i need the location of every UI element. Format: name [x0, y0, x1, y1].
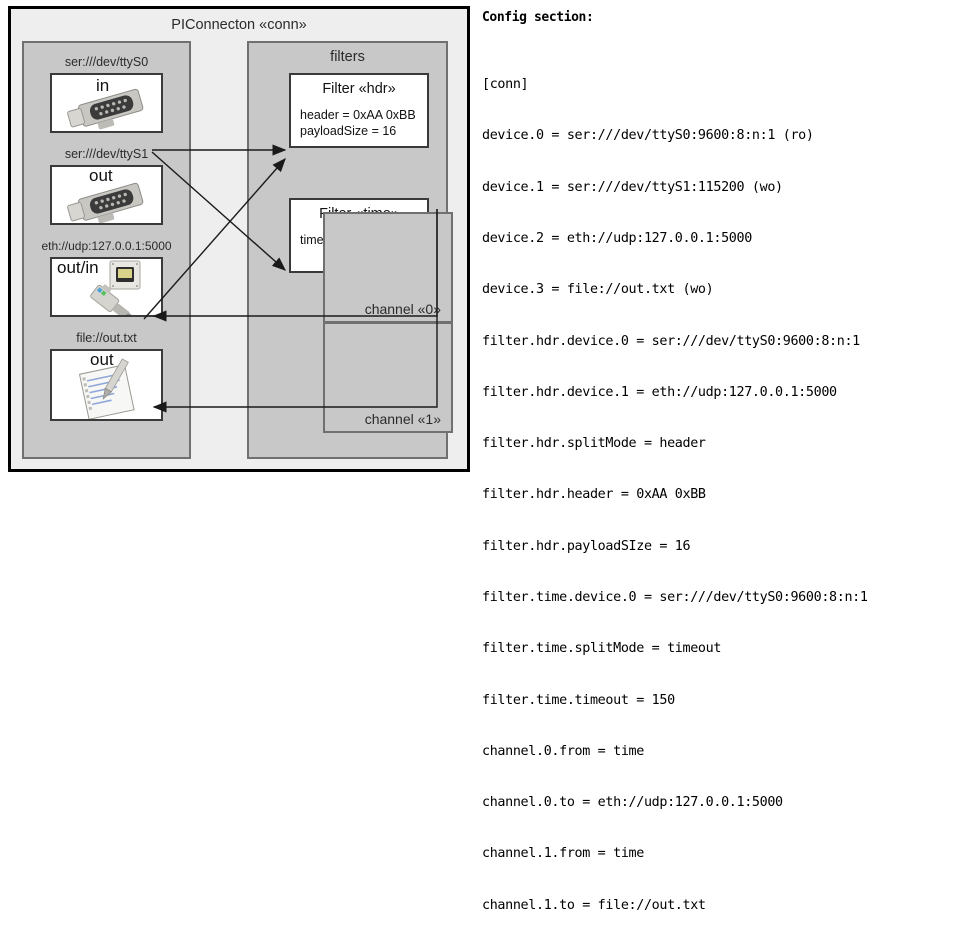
- arrow-channel-1-to-file: [152, 209, 438, 413]
- config-line: filter.hdr.device.0 = ser:///dev/ttyS0:9…: [482, 333, 860, 349]
- device-label-ttyS0: ser:///dev/ttyS0: [64, 55, 149, 69]
- device-box-file[interactable]: out: [50, 349, 163, 421]
- device-direction-in: in: [96, 76, 110, 95]
- channel-0-label: channel «0»: [364, 301, 441, 317]
- diagram-frame: PIConnecton «conn» ser:///dev/ttyS0 in: [8, 6, 470, 472]
- device-label-eth: eth://udp:127.0.0.1:5000: [41, 239, 172, 253]
- filters-panel-title: filters: [330, 49, 365, 65]
- ethernet-plug-icon: [90, 260, 142, 315]
- devices-panel: ser:///dev/ttyS0 in: [22, 41, 191, 459]
- channel-box-1[interactable]: channel «1»: [323, 322, 453, 433]
- config-line: [conn]: [482, 77, 529, 93]
- config-line: device.0 = ser:///dev/ttyS0:9600:8:n:1 (…: [482, 128, 814, 144]
- device-label-file: file://out.txt: [76, 331, 137, 345]
- device-box-eth[interactable]: out/in: [50, 257, 163, 317]
- device-direction-out-file: out: [90, 350, 114, 369]
- config-line: filter.hdr.header = 0xAA 0xBB: [482, 487, 706, 503]
- config-line: channel.1.to = file://out.txt: [482, 897, 706, 913]
- config-line: channel.0.from = time: [482, 743, 644, 759]
- serial-port-icon: [67, 88, 144, 130]
- channel-box-0[interactable]: channel «0»: [323, 212, 453, 323]
- connector-arrows: [143, 144, 438, 413]
- arrow-channel-0-to-eth: [152, 209, 438, 322]
- config-line: device.3 = file://out.txt (wo): [482, 282, 714, 298]
- device-direction-out-serial: out: [89, 166, 113, 185]
- config-heading: Config section:: [482, 10, 594, 25]
- filter-hdr-prop-payload: payloadSize = 16: [300, 124, 397, 138]
- device-box-ttyS0[interactable]: in: [50, 73, 163, 133]
- text-file-icon: [78, 358, 135, 419]
- config-line: filter.hdr.device.1 = eth://udp:127.0.0.…: [482, 384, 837, 400]
- diagram-title: PIConnecton «conn»: [171, 17, 307, 33]
- config-line: filter.time.timeout = 150: [482, 692, 675, 708]
- config-line: filter.time.splitMode = timeout: [482, 641, 722, 657]
- device-direction-outin: out/in: [57, 258, 99, 277]
- arrow-eth-to-filter-hdr: [143, 157, 286, 320]
- config-line: filter.hdr.payloadSIze = 16: [482, 538, 691, 554]
- config-line: device.1 = ser:///dev/ttyS1:115200 (wo): [482, 179, 783, 195]
- config-line: filter.time.device.0 = ser:///dev/ttyS0:…: [482, 590, 868, 605]
- config-line: channel.1.from = time: [482, 846, 644, 862]
- config-line: channel.0.to = eth://udp:127.0.0.1:5000: [482, 795, 783, 811]
- device-label-ttyS1: ser:///dev/ttyS1: [64, 147, 149, 161]
- arrow-ttyS0-to-filter-time: [151, 151, 287, 271]
- config-body: [conn] device.0 = ser:///dev/ttyS0:9600:…: [482, 42, 960, 948]
- channel-1-label: channel «1»: [364, 411, 441, 427]
- config-line: device.2 = eth://udp:127.0.0.1:5000: [482, 231, 752, 247]
- config-section: Config section: [conn] device.0 = ser://…: [482, 6, 960, 913]
- config-line: filter.hdr.splitMode = header: [482, 436, 706, 452]
- serial-port-icon: [67, 182, 144, 223]
- filter-hdr-title: Filter «hdr»: [322, 81, 396, 97]
- filter-box-hdr[interactable]: Filter «hdr» header = 0xAA 0xBB payloadS…: [289, 73, 429, 148]
- filter-hdr-prop-header: header = 0xAA 0xBB: [300, 108, 416, 122]
- device-box-ttyS1[interactable]: out: [50, 165, 163, 225]
